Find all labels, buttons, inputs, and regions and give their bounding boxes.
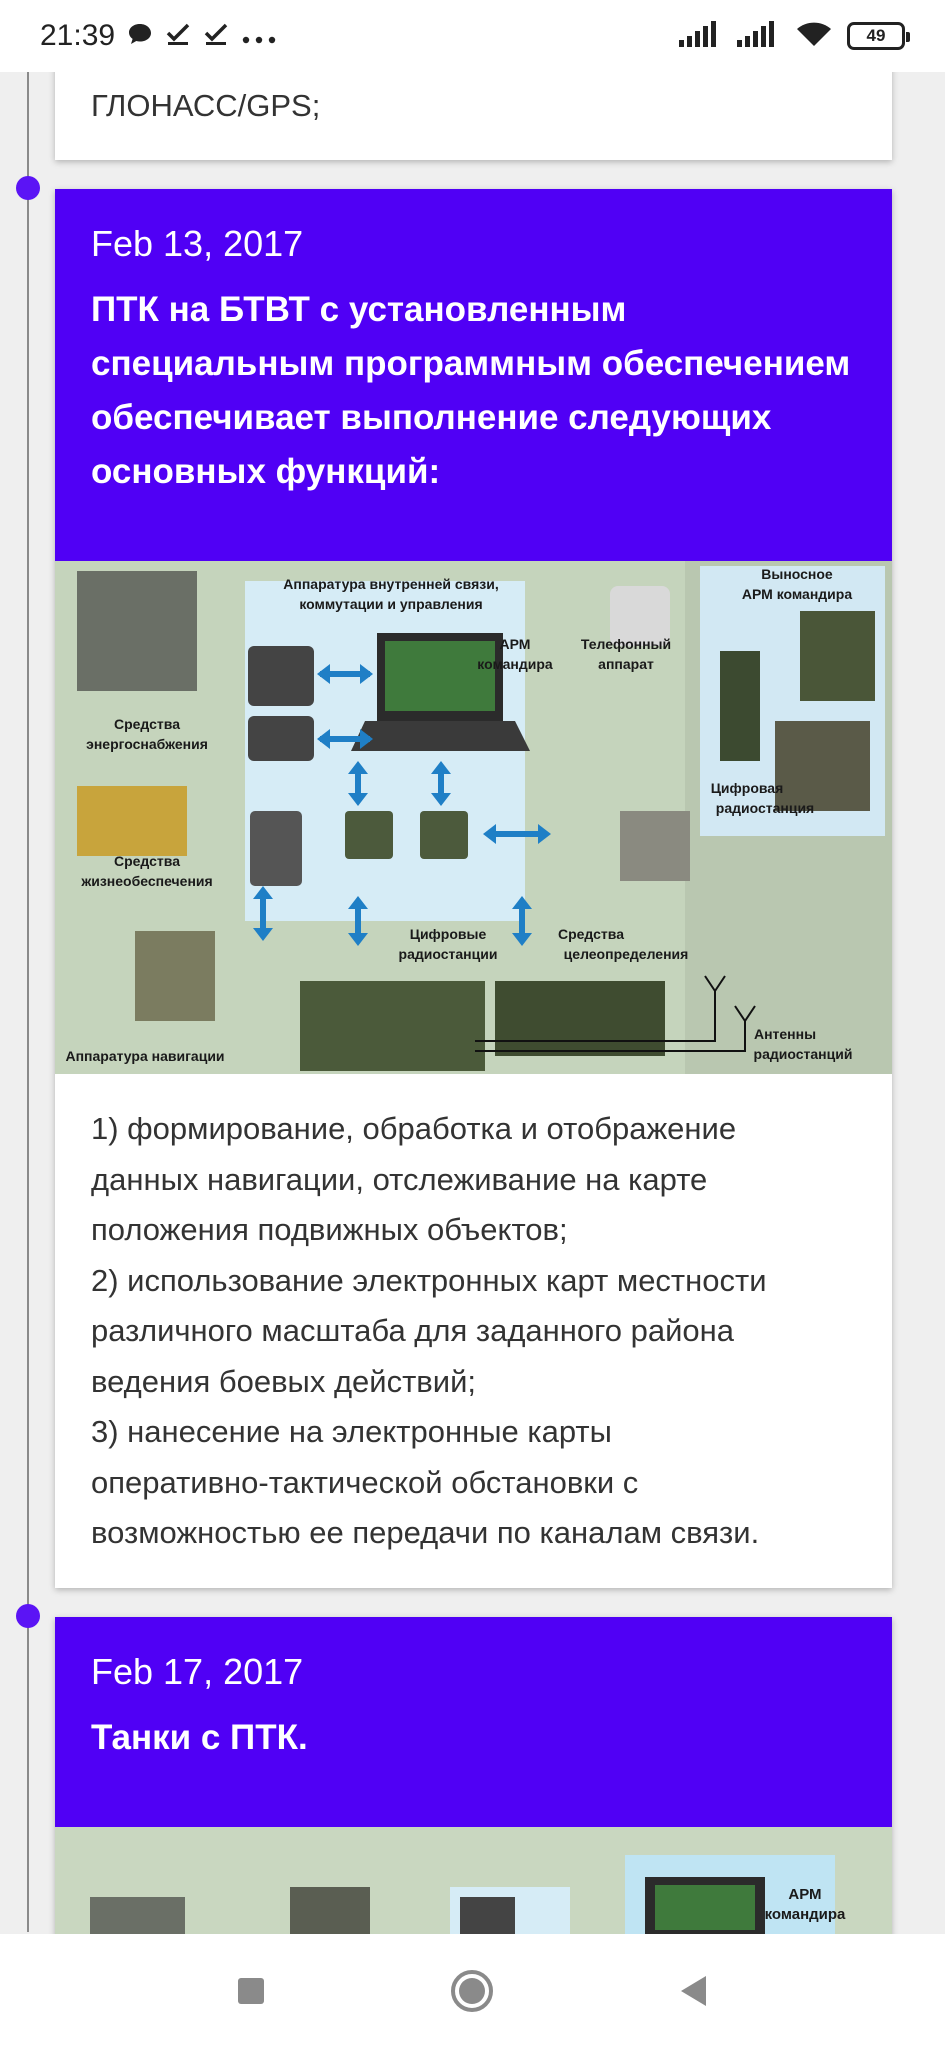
post-image: Аппаратура внутренней связи, коммутации …	[55, 561, 892, 1074]
navigation-bar	[0, 1934, 945, 2048]
status-time: 21:39	[40, 19, 116, 52]
timeline-dot	[16, 176, 40, 200]
figure-label: Антенны	[754, 1026, 816, 1042]
timeline-line	[27, 72, 29, 1932]
figure-label: аппарат	[598, 656, 654, 672]
post-body-line: 1) формирование, обработка и отображение	[91, 1111, 737, 1146]
post-body: 1) формирование, обработка и отображение…	[55, 1074, 892, 1589]
figure-label: Цифровые	[410, 926, 487, 942]
figure-label: энергоснабжения	[86, 736, 208, 752]
figure-label: жизнеобеспечения	[80, 873, 212, 889]
figure-label: АРМ командира	[742, 586, 852, 602]
post-card: Feb 17, 2017 Танки с ПТК. АРМ командира	[55, 1617, 892, 1937]
post-header: Feb 17, 2017 Танки с ПТК.	[55, 1617, 892, 1827]
battery-icon: 49	[847, 22, 910, 50]
figure-label: командира	[765, 1906, 846, 1923]
post-body-line: данных навигации, отслеживание на карте	[91, 1161, 708, 1197]
post-body-line: различного масштаба для заданного района	[91, 1313, 735, 1348]
figure-label: командира	[477, 656, 553, 672]
figure-label: Средства	[114, 716, 180, 732]
home-button[interactable]	[442, 1961, 502, 2021]
home-circle-icon	[451, 1970, 494, 2012]
figure-label: радиостанции	[399, 946, 498, 962]
more-dots-icon	[241, 22, 277, 50]
recents-square-icon	[237, 1978, 264, 2004]
post-body-line: ведения боевых действий;	[91, 1363, 477, 1399]
recents-button[interactable]	[221, 1961, 281, 2021]
status-bar: 21:39 49	[0, 0, 945, 72]
post-body-line: оперативно-тактической обстановки с	[91, 1464, 639, 1500]
figure-label: коммутации и управления	[299, 596, 482, 612]
figure-label: целеопределения	[564, 946, 689, 962]
post-body-line: возможностью ее передачи по каналам связ…	[91, 1515, 760, 1550]
figure-label: АРМ	[500, 636, 531, 652]
post-header: Feb 13, 2017 ПТК на БТВТ с установленным…	[55, 189, 892, 561]
figure-label: Телефонный	[581, 636, 671, 652]
signal-icon	[737, 20, 781, 52]
post-title[interactable]: ПТК на БТВТ с установленным специальным …	[91, 290, 851, 491]
figure-label: Выносное	[761, 566, 833, 582]
figure-label: Средства	[558, 926, 624, 942]
back-triangle-icon	[681, 1976, 707, 2006]
figure-label: радиостанция	[716, 800, 814, 816]
post-body-line: 2) использование электронных карт местно…	[91, 1262, 767, 1298]
post-body-line: положения подвижных объектов;	[91, 1212, 568, 1247]
check-icon	[203, 22, 229, 51]
post-date: Feb 17, 2017	[91, 1651, 304, 1692]
timeline-dot	[16, 1604, 40, 1628]
check-icon	[165, 22, 191, 51]
post-date: Feb 13, 2017	[91, 223, 304, 264]
figure-label: Средства	[114, 853, 180, 869]
figure-label: Аппаратура навигации	[65, 1048, 224, 1064]
post-title[interactable]: Танки с ПТК.	[91, 1718, 308, 1757]
post-body-line: 3) нанесение на электронные карты	[91, 1414, 612, 1449]
figure-label: АРМ	[788, 1886, 821, 1903]
chat-bubble-icon	[127, 22, 153, 51]
laptop-image	[351, 633, 530, 751]
post-image: АРМ командира	[55, 1827, 892, 1937]
post-card: Feb 13, 2017 ПТК на БТВТ с установленным…	[55, 189, 892, 1588]
wifi-icon	[795, 20, 833, 53]
figure-label: Цифровая	[711, 780, 784, 796]
figure-label: радиостанций	[754, 1046, 853, 1062]
signal-icon	[679, 20, 723, 52]
post-body-text: ГЛОНАСС/GPS;	[91, 88, 321, 123]
back-button[interactable]	[664, 1961, 724, 2021]
figure-label: Аппаратура внутренней связи,	[283, 576, 498, 592]
